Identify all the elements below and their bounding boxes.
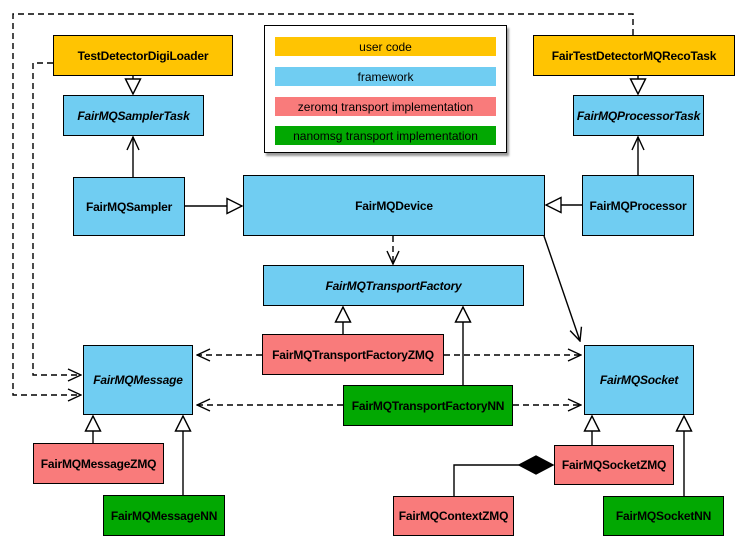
class-box-fairmqcontextzmq: FairMQContextZMQ — [393, 496, 514, 536]
legend: user code framework zeromq transport imp… — [264, 25, 507, 153]
class-box-fairmqtransportfactorynn: FairMQTransportFactoryNN — [343, 385, 513, 426]
class-box-fairmqmessagenn: FairMQMessageNN — [103, 495, 225, 536]
legend-item-user-code: user code — [275, 37, 496, 56]
arrow-device-to-socket — [543, 235, 580, 341]
composition-line-socketzmq-contextzmq — [453, 464, 521, 496]
class-box-fairmqdevice: FairMQDevice — [243, 175, 545, 236]
legend-item-nanomsg: nanomsg transport implementation — [275, 126, 496, 145]
class-box-fairmqmessage: FairMQMessage — [83, 345, 193, 415]
class-box-fairmqmessagezmq: FairMQMessageZMQ — [33, 443, 164, 484]
legend-item-framework: framework — [275, 67, 496, 86]
class-box-fairtestdetectormqrecotask: FairTestDetectorMQRecoTask — [533, 35, 735, 76]
class-box-fairmqprocessortask: FairMQProcessorTask — [573, 95, 704, 136]
legend-item-zeromq: zeromq transport implementation — [275, 97, 496, 116]
class-box-fairmqsamplertask: FairMQSamplerTask — [63, 95, 204, 136]
class-box-fairmqsampler: FairMQSampler — [73, 177, 185, 236]
class-box-fairmqtransportfactory: FairMQTransportFactory — [263, 265, 524, 306]
class-box-fairmqsocketzmq: FairMQSocketZMQ — [554, 445, 674, 485]
class-box-fairmqprocessor: FairMQProcessor — [582, 175, 694, 236]
class-box-fairmqtransportfactoryzmq: FairMQTransportFactoryZMQ — [262, 334, 444, 375]
dashed-dependency-recotask-to-message — [12, 13, 634, 395]
class-box-testdetectordigiloader: TestDetectorDigiLoader — [53, 35, 233, 76]
dashed-dependency-digiloader-to-message — [32, 62, 81, 375]
class-box-fairmqsocket: FairMQSocket — [584, 345, 694, 415]
composition-diamond — [517, 455, 555, 475]
class-box-fairmqsocketnn: FairMQSocketNN — [603, 496, 724, 536]
